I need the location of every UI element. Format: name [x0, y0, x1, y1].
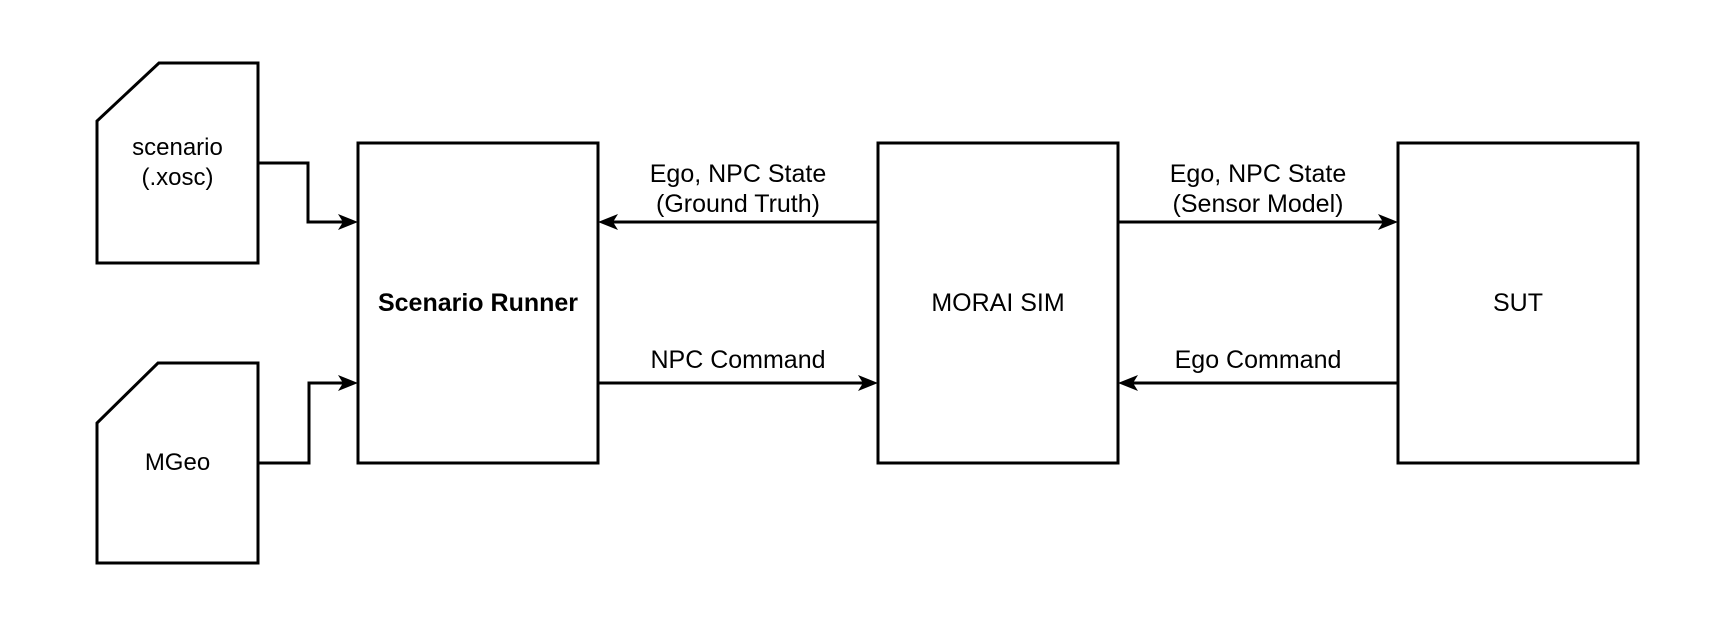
sut-label: SUT: [1493, 289, 1543, 317]
edge-morai-to-sut-arrowhead: [1378, 214, 1398, 230]
morai-sim-label: MORAI SIM: [931, 289, 1065, 317]
edge-morai-to-runner-arrowhead: [598, 214, 618, 230]
edge-scenario-to-runner: [258, 161, 344, 224]
edge-sut-to-morai-arrowhead: [1118, 375, 1138, 391]
edge-label-ego-npc-state-sensor-model: Ego, NPC State (Sensor Model): [1169, 160, 1347, 218]
scenario-runner-label: Scenario Runner: [377, 289, 579, 317]
scenario-file-label: scenario (.xosc): [132, 134, 223, 191]
morai-sim-box: [876, 141, 1120, 465]
edge-mgeo-to-runner: [258, 381, 344, 465]
edge-mgeo-to-runner-arrowhead: [338, 375, 358, 391]
edge-scenario-to-runner-arrowhead: [338, 214, 358, 230]
edge-runner-to-morai-arrowhead: [858, 375, 878, 391]
mgeo-file-label: MGeo: [144, 449, 211, 476]
scenario-runner-box: [356, 141, 600, 465]
mgeo-file-shape: [95, 361, 260, 565]
scenario-file-shape: [95, 61, 260, 265]
edge-label-ego-npc-state-ground-truth: Ego, NPC State (Ground Truth): [649, 160, 827, 218]
edge-label-ego-command: Ego Command: [1174, 346, 1342, 374]
edge-label-npc-command: NPC Command: [650, 346, 826, 374]
sut-box: [1396, 141, 1640, 465]
